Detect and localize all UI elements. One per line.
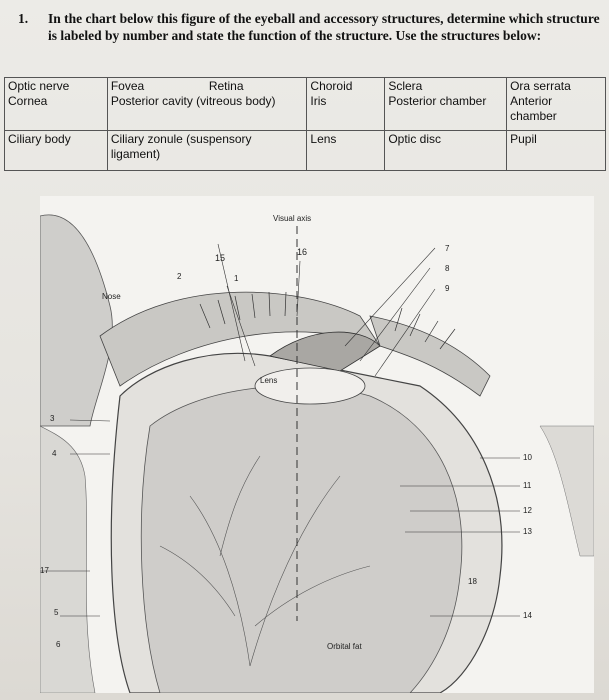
label-number-2: 2 <box>177 272 182 281</box>
label-number-12: 12 <box>523 506 532 515</box>
label-number-7: 7 <box>445 244 450 253</box>
label-number-9: 9 <box>445 284 450 293</box>
label-number-11: 11 <box>523 481 532 490</box>
table-cell: Choroid Iris <box>306 77 386 131</box>
question-number: 1. <box>18 11 29 26</box>
label-number-15: 15 <box>215 253 226 263</box>
table-cell: Ciliary body <box>4 130 108 171</box>
label-number-3: 3 <box>50 414 55 423</box>
label-number-4: 4 <box>52 449 57 458</box>
table-row: Ciliary body Ciliary zonule (suspensory … <box>4 130 606 171</box>
table-cell: Ora serrata Anterior chamber <box>506 77 606 131</box>
table-cell: Ciliary zonule (suspensory ligament) <box>106 130 308 171</box>
question-text: In the chart below this figure of the ey… <box>48 11 600 43</box>
table-cell: Pupil <box>506 130 606 171</box>
label-number-10: 10 <box>523 453 532 462</box>
table-cell: Sclera Posterior chamber <box>384 77 508 131</box>
label-number-17: 17 <box>40 566 49 575</box>
table-cell: Optic disc <box>384 130 508 171</box>
orbital-fat-label: Orbital fat <box>327 642 362 651</box>
lens-label: Lens <box>260 376 278 385</box>
nose-label: Nose <box>102 292 121 301</box>
label-number-16: 16 <box>297 247 308 257</box>
label-number-14: 14 <box>523 611 532 620</box>
label-number-18: 18 <box>468 577 477 586</box>
label-number-6: 6 <box>56 640 61 649</box>
table-cell: Lens <box>306 130 386 171</box>
structures-table: Optic nerve Cornea Fovea Posterior cavit… <box>4 77 606 171</box>
eyeball-illustration <box>39 214 595 694</box>
label-number-5: 5 <box>54 608 59 617</box>
label-number-13: 13 <box>523 527 532 536</box>
visual-axis-label: Visual axis <box>273 214 312 223</box>
label-number-8: 8 <box>445 264 450 273</box>
table-cell: Optic nerve Cornea <box>4 77 108 131</box>
table-row: Optic nerve Cornea Fovea Posterior cavit… <box>4 77 606 131</box>
table-cell: Fovea Posterior cavity (vitreous body) R… <box>106 77 308 131</box>
eyeball-figure: Visual axis Nose Lens Orbital fat 1 2 3 … <box>39 196 595 694</box>
label-number-1: 1 <box>234 274 239 283</box>
